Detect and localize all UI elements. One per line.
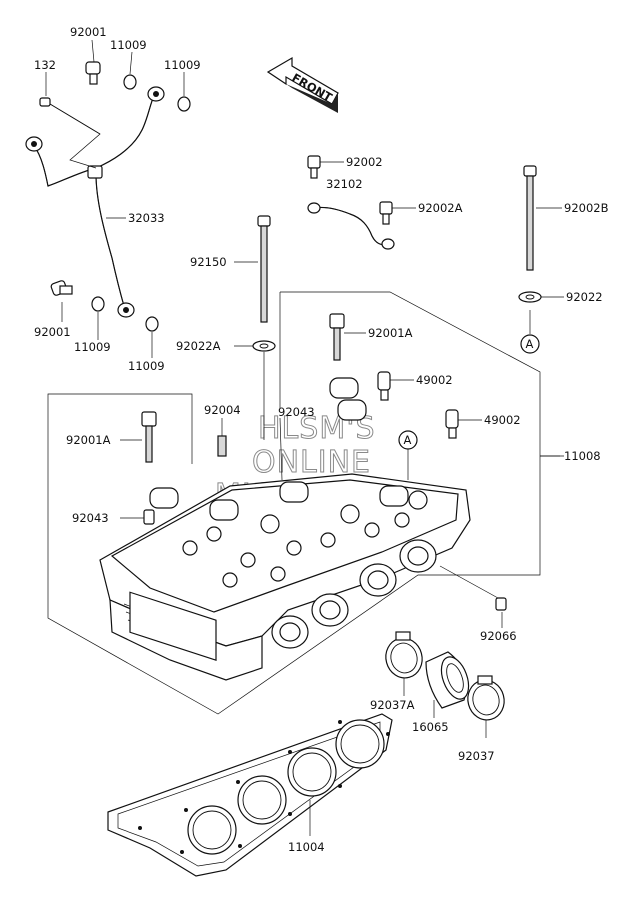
front-label: FRONT bbox=[290, 70, 335, 104]
pipe-32102 bbox=[307, 202, 395, 250]
washer-11009-b bbox=[177, 96, 191, 112]
valve-bores bbox=[182, 490, 428, 588]
label-132: 132 bbox=[34, 58, 56, 72]
callout-a-right-letter: A bbox=[526, 337, 534, 351]
callout-a-head: A bbox=[398, 430, 418, 480]
label-92002A: 92002A bbox=[418, 201, 463, 215]
callout-a-right: A bbox=[520, 310, 540, 354]
washer-92022A bbox=[234, 340, 276, 440]
label-92037A: 92037A bbox=[370, 698, 415, 712]
part-labels: 92001 11009 11009 132 32033 92001 11009 … bbox=[34, 25, 609, 854]
label-49002-a: 49002 bbox=[416, 373, 453, 387]
label-92022: 92022 bbox=[566, 290, 603, 304]
front-arrow: FRONT bbox=[266, 56, 339, 113]
stud-92002B bbox=[523, 165, 562, 271]
bolt-92001A-left bbox=[120, 411, 157, 463]
label-92022A: 92022A bbox=[176, 339, 221, 353]
cylinder-head bbox=[99, 377, 471, 681]
clamp-92037 bbox=[467, 675, 505, 738]
label-92004: 92004 bbox=[204, 403, 241, 417]
bolt-92002 bbox=[307, 155, 344, 179]
plug-92066 bbox=[439, 565, 507, 628]
holder-16065 bbox=[425, 651, 470, 718]
washer-11009-d bbox=[145, 316, 159, 332]
dowel-92043-top bbox=[279, 417, 283, 481]
label-32102: 32102 bbox=[326, 177, 363, 191]
label-92001-top: 92001 bbox=[70, 25, 107, 39]
oil-pipe-assembly bbox=[25, 86, 165, 318]
label-92001-low: 92001 bbox=[34, 325, 71, 339]
label-11009-c: 11009 bbox=[74, 340, 111, 354]
label-92001A-top: 92001A bbox=[368, 326, 413, 340]
bolt-92001-low bbox=[50, 280, 73, 296]
cam-caps bbox=[149, 377, 409, 521]
label-16065: 16065 bbox=[412, 720, 449, 734]
callout-a-head-letter: A bbox=[404, 433, 412, 447]
washer-92022 bbox=[518, 291, 564, 303]
label-11008: 11008 bbox=[564, 449, 601, 463]
label-11004: 11004 bbox=[288, 840, 325, 854]
label-92043-top: 92043 bbox=[278, 405, 315, 419]
label-92001A-left: 92001A bbox=[66, 433, 111, 447]
dowel-92043-left bbox=[120, 509, 155, 525]
label-92037: 92037 bbox=[458, 749, 495, 763]
label-11009-a: 11009 bbox=[110, 38, 147, 52]
clamp-92037A bbox=[385, 631, 423, 696]
label-32033: 32033 bbox=[128, 211, 165, 225]
label-92002B: 92002B bbox=[564, 201, 609, 215]
label-11009-b: 11009 bbox=[164, 58, 201, 72]
stud-92004 bbox=[217, 418, 227, 457]
head-group-boundary bbox=[47, 291, 541, 715]
bolt-92002A bbox=[379, 201, 416, 225]
label-11009-d: 11009 bbox=[128, 359, 165, 373]
label-92066: 92066 bbox=[480, 629, 517, 643]
leaders-top-left bbox=[45, 39, 185, 358]
intake-ports bbox=[271, 539, 437, 649]
washer-11009-a bbox=[123, 74, 137, 90]
label-92043-left: 92043 bbox=[72, 511, 109, 525]
stud-92150 bbox=[234, 215, 271, 323]
washer-11009-c bbox=[91, 296, 105, 312]
fitting-49002-a bbox=[377, 371, 414, 401]
fitting-49002-b bbox=[445, 409, 482, 439]
bolt-92001-top bbox=[85, 61, 101, 85]
label-92002: 92002 bbox=[346, 155, 383, 169]
label-49002-b: 49002 bbox=[484, 413, 521, 427]
label-92150: 92150 bbox=[190, 255, 227, 269]
head-gasket-11004 bbox=[107, 713, 393, 877]
bolt-92001A-top bbox=[329, 313, 366, 361]
